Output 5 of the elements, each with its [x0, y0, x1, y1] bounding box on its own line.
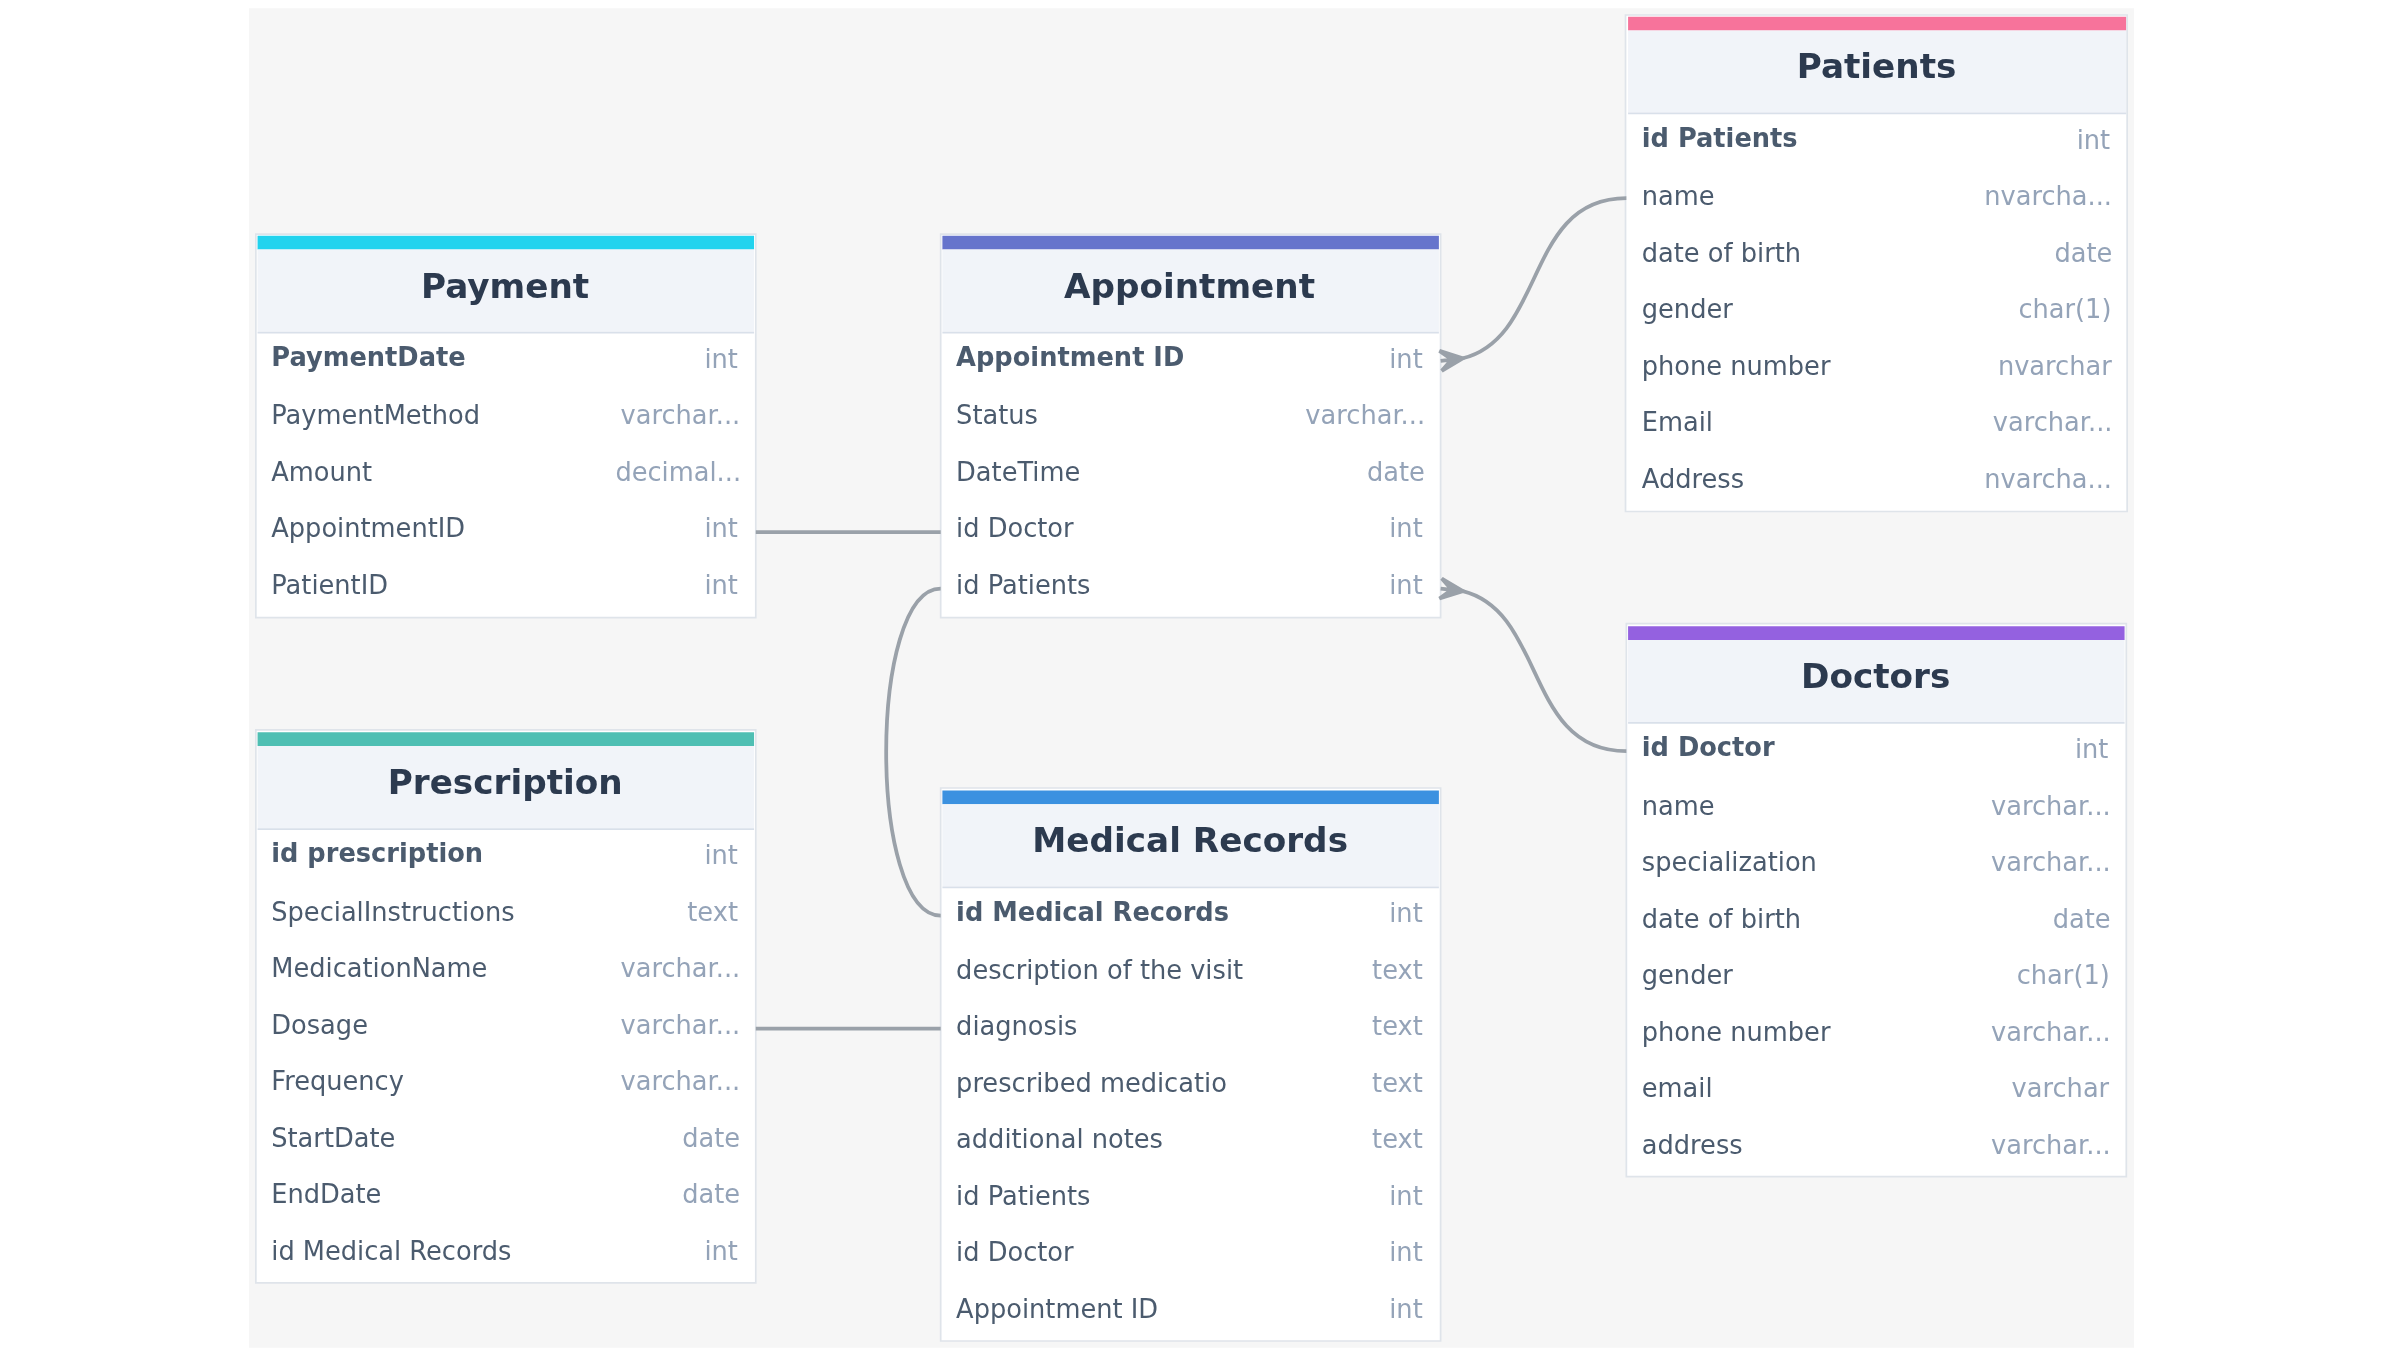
connector — [755, 1026, 941, 1031]
connector — [755, 530, 941, 534]
connector — [1437, 196, 1627, 373]
connector — [1437, 576, 1627, 754]
connector — [883, 586, 941, 918]
